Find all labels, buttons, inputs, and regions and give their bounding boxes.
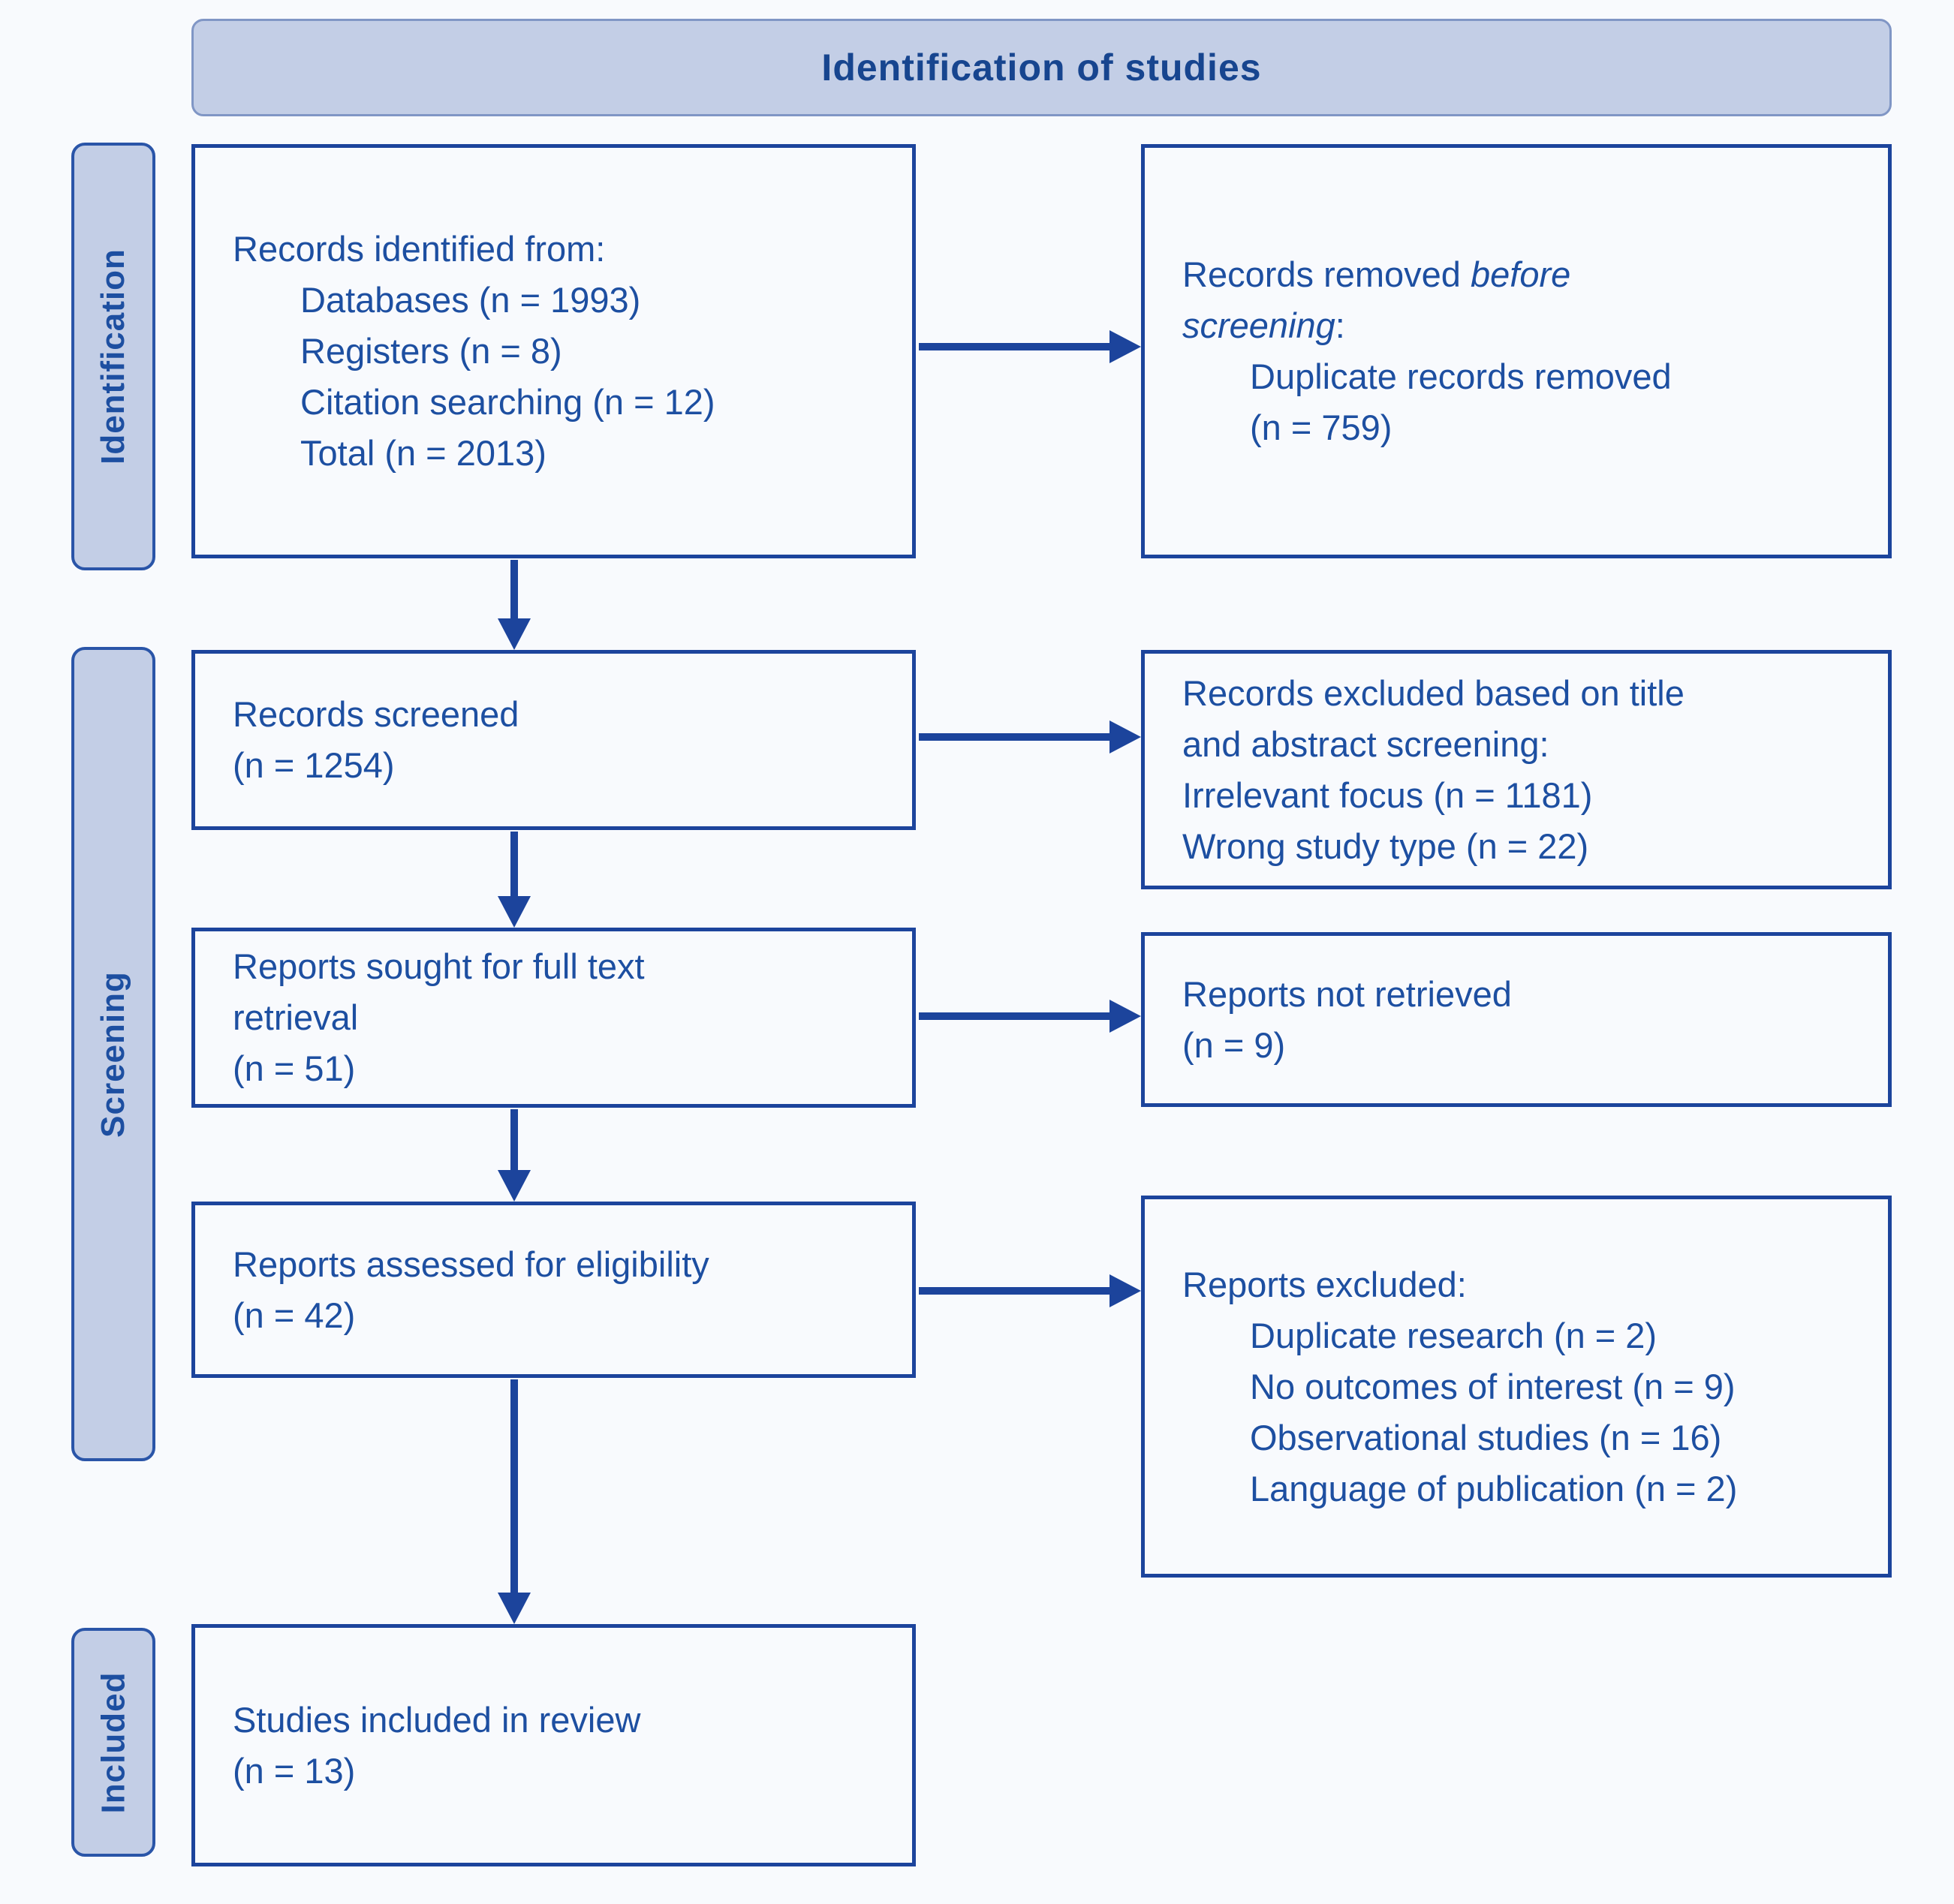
box-line: (n = 759) xyxy=(1250,408,1392,447)
arrow-screened-to-sought xyxy=(498,832,531,928)
box-line: and abstract screening: xyxy=(1182,723,1549,764)
box-line: Duplicate research (n = 2) xyxy=(1250,1315,1657,1355)
box-line: Reports excluded: xyxy=(1182,1264,1467,1304)
box-line: screening: xyxy=(1182,305,1345,345)
arrow-identified-to-removed xyxy=(919,330,1141,363)
arrow-assessed-to-reports-excluded xyxy=(919,1274,1141,1307)
box-reports-excluded: Reports excluded: Duplicate research (n … xyxy=(1141,1196,1892,1578)
box-line: Wrong study type (n = 22) xyxy=(1182,826,1589,866)
arrow-identified-to-screened xyxy=(498,560,531,650)
box-line: Duplicate records removed xyxy=(1250,356,1672,396)
box-line: Records excluded based on title xyxy=(1182,672,1685,713)
stage-screening: Screening xyxy=(71,647,155,1461)
box-line: retrieval xyxy=(233,997,359,1037)
box-line: (n = 42) xyxy=(233,1295,356,1335)
box-line: Records removed before xyxy=(1182,254,1571,294)
arrow-screened-to-excluded xyxy=(919,720,1141,753)
box-line: Irrelevant focus (n = 1181) xyxy=(1182,775,1593,815)
box-line: (n = 1254) xyxy=(233,745,395,785)
box-line: (n = 9) xyxy=(1182,1024,1286,1065)
box-line: (n = 13) xyxy=(233,1750,356,1791)
stage-included: Included xyxy=(71,1628,155,1857)
arrow-sought-to-not-retrieved xyxy=(919,1000,1141,1033)
box-records-removed: Records removed before screening: Duplic… xyxy=(1141,144,1892,558)
box-line: Observational studies (n = 16) xyxy=(1250,1417,1722,1457)
stage-identification: Identification xyxy=(71,143,155,570)
box-reports-not-retrieved: Reports not retrieved (n = 9) xyxy=(1141,932,1892,1107)
box-records-identified: Records identified from: Databases (n = … xyxy=(191,144,916,558)
box-reports-sought: Reports sought for full text retrieval (… xyxy=(191,928,916,1108)
arrow-assessed-to-included xyxy=(498,1379,531,1624)
box-line: Studies included in review xyxy=(233,1699,641,1740)
box-line: Citation searching (n = 12) xyxy=(300,382,715,422)
box-line: Language of publication (n = 2) xyxy=(1250,1468,1738,1508)
diagram-header: Identification of studies xyxy=(191,19,1892,116)
box-line: Total (n = 2013) xyxy=(300,433,546,473)
box-records-screened: Records screened (n = 1254) xyxy=(191,650,916,830)
box-line: (n = 51) xyxy=(233,1048,356,1088)
box-records-excluded: Records excluded based on title and abst… xyxy=(1141,650,1892,889)
box-line: Reports not retrieved xyxy=(1182,973,1512,1014)
arrow-sought-to-assessed xyxy=(498,1109,531,1202)
box-line: Reports sought for full text xyxy=(233,946,645,986)
box-line: Records identified from: xyxy=(233,229,606,269)
diagram-title: Identification of studies xyxy=(821,47,1262,89)
box-studies-included: Studies included in review (n = 13) xyxy=(191,1624,916,1866)
box-line: Databases (n = 1993) xyxy=(300,280,641,320)
box-line: Records screened xyxy=(233,694,519,734)
box-line: Registers (n = 8) xyxy=(300,331,562,371)
box-reports-assessed: Reports assessed for eligibility (n = 42… xyxy=(191,1202,916,1378)
box-line: Reports assessed for eligibility xyxy=(233,1244,709,1284)
box-line: No outcomes of interest (n = 9) xyxy=(1250,1366,1736,1406)
